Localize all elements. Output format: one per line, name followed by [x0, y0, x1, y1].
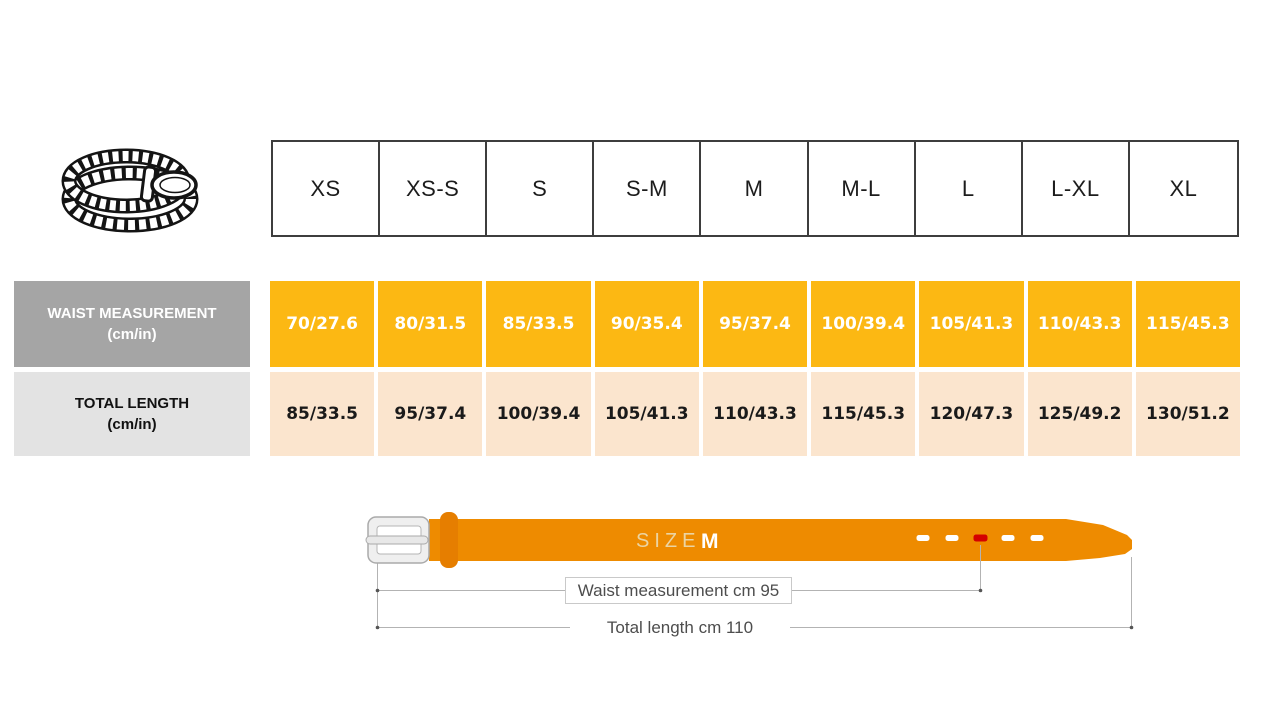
length-value-cell: 120/47.3 — [919, 372, 1024, 456]
size-header-cell: S-M — [594, 142, 702, 235]
belt-holes — [916, 534, 1044, 542]
length-value-cell: 95/37.4 — [378, 372, 483, 456]
length-value-cell: 105/41.3 — [594, 372, 699, 456]
length-value-cell: 100/39.4 — [486, 372, 591, 456]
row-label-text: WAIST MEASUREMENT — [47, 305, 217, 322]
belt-measure-diagram: SIZE M — [0, 500, 1280, 670]
waist-value-cell: 80/31.5 — [378, 281, 483, 367]
braided-belt-sketch — [61, 148, 199, 233]
row-label-text: TOTAL LENGTH — [74, 395, 190, 412]
length-value-cell: 130/51.2 — [1135, 372, 1240, 456]
row-label-unit: (cm/in) — [107, 416, 157, 433]
size-header-cell: S — [487, 142, 595, 235]
waist-measurement-row-label: WAIST MEASUREMENT (cm/in) — [14, 281, 250, 367]
waist-value-cell: 70/27.6 — [270, 281, 375, 367]
waist-value-cell: 105/41.3 — [919, 281, 1024, 367]
belt-coil-lower — [61, 165, 199, 233]
waist-value-cell: 95/37.4 — [702, 281, 808, 367]
length-value-cell: 125/49.2 — [1027, 372, 1132, 456]
length-value-cell: 110/43.3 — [702, 372, 808, 456]
waist-measurement-caption: Waist measurement cm 95 — [565, 577, 792, 604]
waist-value-cell: 115/45.3 — [1135, 281, 1240, 367]
length-value-cell: 85/33.5 — [270, 372, 375, 456]
belt-measure-svg: SIZE M — [365, 512, 1134, 630]
size-header-row: XS XS-S S S-M M M-L L L-XL XL — [271, 140, 1239, 237]
size-header-cell: XL — [1169, 175, 1198, 201]
size-header-cell: L-XL — [1023, 142, 1130, 235]
size-header-cell: M — [701, 142, 809, 235]
length-value-cell: 115/45.3 — [811, 372, 916, 456]
belt-buckle-icon — [365, 516, 430, 564]
size-header-cell: M-L — [809, 142, 916, 235]
total-length-row: 85/33.5 95/37.4 100/39.4 105/41.3 110/43… — [270, 372, 1240, 456]
waist-value-cell: 110/43.3 — [1027, 281, 1132, 367]
braided-belt-icon — [58, 143, 204, 239]
waist-measurement-row: 70/27.6 80/31.5 85/33.5 90/35.4 95/37.4 … — [270, 281, 1240, 367]
row-label-unit: (cm/in) — [107, 326, 157, 343]
size-header-cell: L — [916, 142, 1023, 235]
size-header-cell: XS-S — [380, 142, 488, 235]
belt-tip — [1066, 519, 1132, 561]
waist-value-cell: 85/33.5 — [486, 281, 591, 367]
belt-keeper-loop — [440, 512, 458, 568]
belt-strap — [429, 519, 1132, 561]
waist-value-cell: 100/39.4 — [811, 281, 916, 367]
belt-buckle-sketch — [139, 165, 198, 203]
red-center-hole-icon — [973, 534, 988, 542]
size-header-cell: XS — [273, 142, 381, 235]
buckle-prong — [365, 535, 429, 545]
waist-value-cell: 90/35.4 — [594, 281, 699, 367]
total-length-caption: Total length cm 110 — [570, 616, 790, 640]
size-value-label: M — [701, 530, 719, 553]
size-word-label: SIZE — [636, 530, 700, 552]
total-length-row-label: TOTAL LENGTH (cm/in) — [14, 372, 250, 456]
dimension-endpoints — [375, 588, 1134, 630]
